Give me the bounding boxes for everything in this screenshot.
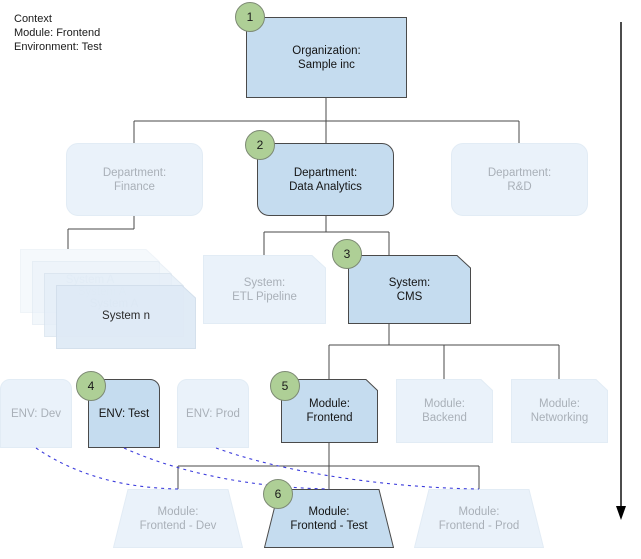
node-deployment-frontend-test-label: Module: Frontend - Test [290,505,368,532]
node-department-rd-label: Department: R&D [487,166,552,193]
node-module-networking[interactable]: Module: Networking [511,379,608,443]
node-deployment-frontend-prod[interactable]: Module: Frontend - Prod [414,489,544,548]
system-stack-layer-4 [56,285,196,349]
node-env-dev-label: ENV: Dev [10,407,62,420]
node-department-finance[interactable]: Department: Finance [66,143,203,216]
node-module-backend[interactable]: Module: Backend [396,379,493,443]
node-deployment-frontend-prod-label: Module: Frontend - Prod [438,505,520,532]
node-department-finance-label: Department: Finance [102,166,167,193]
module-backend-shape [396,379,493,443]
badge-module-frontend: 5 [270,371,300,401]
node-system-cms-label: System: CMS [388,276,431,303]
module-networking-shape [511,379,608,443]
node-system-stack[interactable]: System A System A System A System n [20,249,196,349]
node-department-data-analytics-label: Department: Data Analytics [289,166,362,193]
node-deployment-frontend-dev[interactable]: Module: Frontend - Dev [113,489,243,548]
system-cms-shape [348,255,471,324]
badge-organization: 1 [235,2,265,32]
node-system-cms[interactable]: System: CMS [348,255,471,324]
badge-department-data-analytics: 2 [245,130,275,160]
env-deployment-links [35,447,480,490]
node-department-rd[interactable]: Department: R&D [451,143,588,216]
node-organization[interactable]: Organization: Sample inc [246,17,407,98]
context-caption: Context Module: Frontend Environment: Te… [14,13,102,53]
system-etl-shape [203,255,326,324]
deployment-prod-shape [414,489,544,548]
system-stack-label-4: System n [102,310,150,322]
module-frontend-shape [281,379,378,443]
badge-deployment-frontend-test: 6 [263,479,293,509]
node-module-networking-label: Module: Networking [530,398,589,424]
node-env-test-label: ENV: Test [98,407,150,420]
node-deployment-frontend-dev-label: Module: Frontend - Dev [139,505,217,532]
node-env-dev[interactable]: ENV: Dev [0,379,72,448]
node-system-etl-pipeline-label: System: ETL Pipeline [232,276,297,303]
node-module-backend-label: Module: Backend [422,398,467,424]
node-module-frontend-label: Module: Frontend [306,398,353,424]
node-deployment-frontend-test[interactable]: Module: Frontend - Test [264,489,394,548]
node-module-frontend[interactable]: Module: Frontend [281,379,378,443]
node-env-prod[interactable]: ENV: Prod [177,379,249,448]
node-organization-label: Organization: Sample inc [292,44,361,71]
badge-system-cms: 3 [332,239,362,269]
deployment-dev-shape [113,489,243,548]
node-department-data-analytics[interactable]: Department: Data Analytics [257,143,394,216]
node-env-prod-label: ENV: Prod [186,407,240,420]
timeline-arrow-head [616,506,626,520]
deployment-test-shape [264,489,394,548]
badge-env-test: 4 [76,371,106,401]
node-system-etl-pipeline[interactable]: System: ETL Pipeline [203,255,326,324]
